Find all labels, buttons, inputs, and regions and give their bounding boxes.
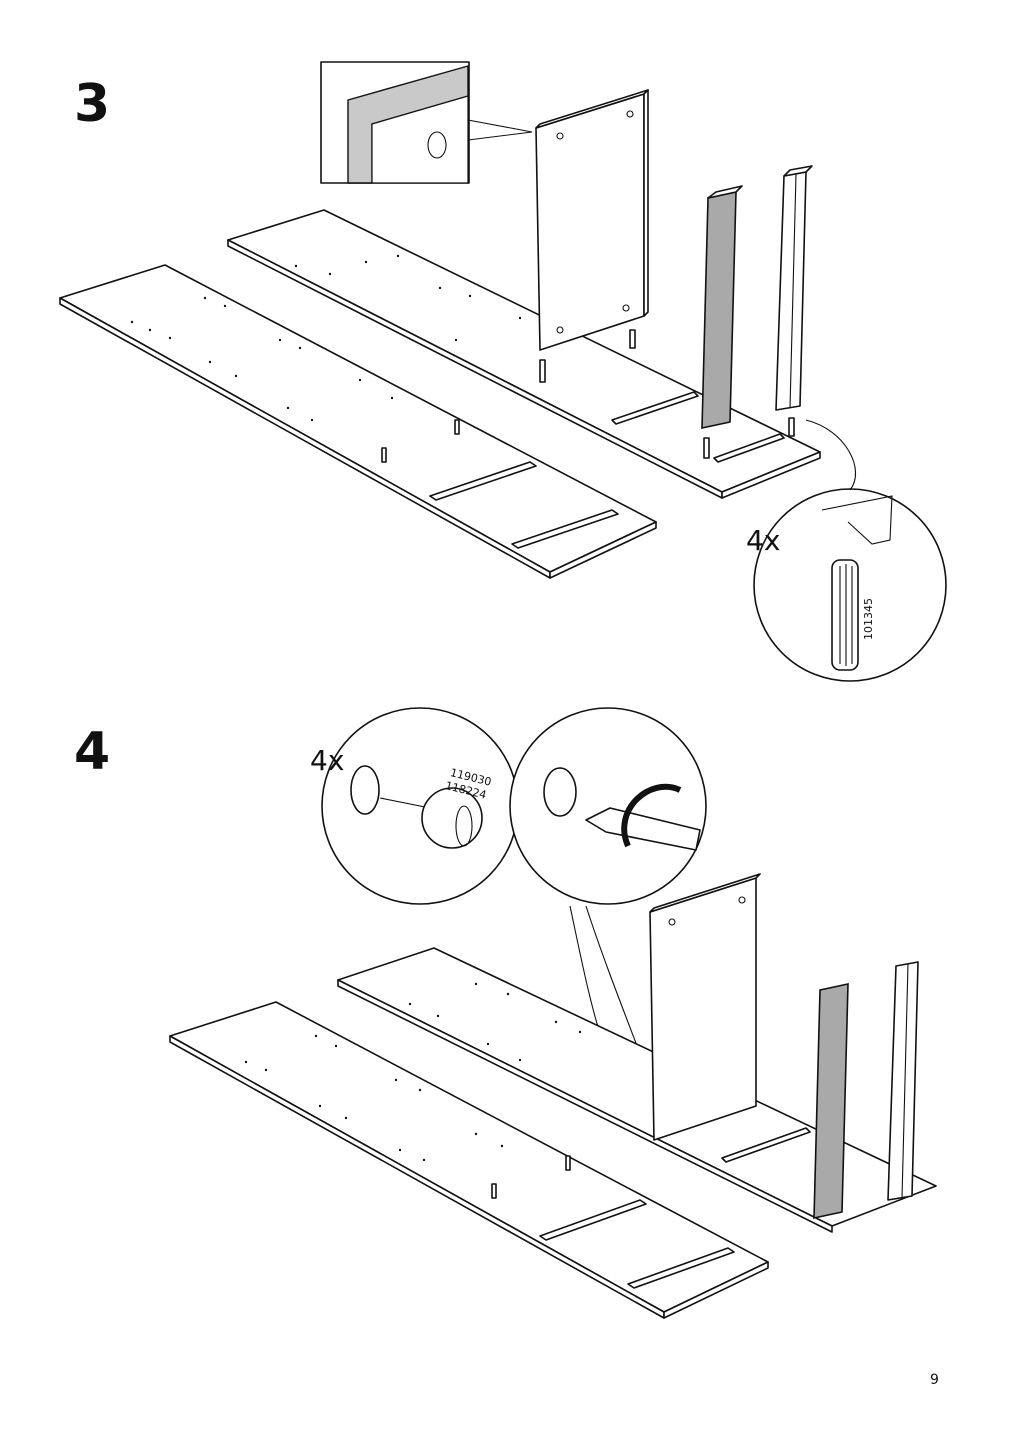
step-number-3: 3 xyxy=(74,74,111,134)
step3-quantity-label: 4x xyxy=(746,524,781,557)
shelf-assembly-cam-lock-icon xyxy=(169,707,937,1319)
step3-part-number: 101345 xyxy=(862,598,875,640)
step4-quantity-label: 4x xyxy=(310,744,345,777)
step-number-4: 4 xyxy=(74,722,111,782)
shelf-assembly-dowels-icon xyxy=(59,61,821,579)
page-number: 9 xyxy=(930,1372,939,1388)
dowel-detail-circle xyxy=(753,419,947,682)
